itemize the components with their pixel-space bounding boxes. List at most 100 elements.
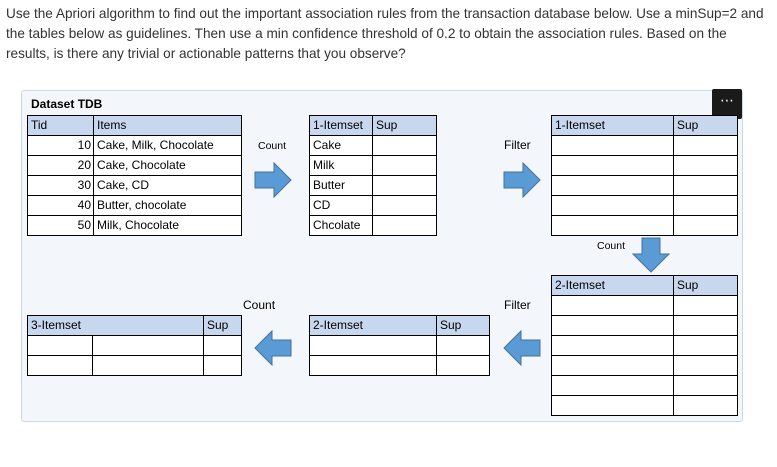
table-row: 30 Cake, CD bbox=[28, 176, 242, 196]
down-arrow-icon bbox=[632, 237, 670, 273]
tid-cell: 30 bbox=[28, 176, 94, 196]
table-row: Butter bbox=[310, 176, 437, 196]
table-header-row: 3-Itemset Sup bbox=[28, 316, 242, 336]
table-row: Milk bbox=[310, 156, 437, 176]
table-row: 20 Cake, Chocolate bbox=[28, 156, 242, 176]
filter-label: Filter bbox=[504, 298, 531, 312]
sup-cell[interactable] bbox=[674, 156, 738, 176]
question-text: Use the Apriori algorithm to find out th… bbox=[6, 6, 764, 61]
header-sup: Sup bbox=[373, 116, 437, 136]
itemset-cell[interactable] bbox=[552, 316, 674, 336]
table-row bbox=[552, 296, 738, 316]
tid-cell: 10 bbox=[28, 136, 94, 156]
c3-table: 3-Itemset Sup bbox=[27, 315, 242, 376]
table-row: Cake bbox=[310, 136, 437, 156]
itemset-cell[interactable] bbox=[93, 356, 204, 376]
table-header-row: Tid Items bbox=[28, 116, 242, 136]
itemset-cell[interactable] bbox=[310, 356, 437, 376]
table-header-row: 2-Itemset Sup bbox=[310, 316, 490, 336]
sup-cell[interactable] bbox=[373, 156, 437, 176]
table-row bbox=[552, 376, 738, 396]
count-label: Count bbox=[258, 140, 287, 152]
itemset-cell[interactable] bbox=[552, 136, 674, 156]
right-arrow-icon bbox=[254, 162, 292, 198]
right-arrow-icon bbox=[503, 162, 541, 198]
itemset-cell[interactable] bbox=[552, 216, 674, 236]
dataset-table: Tid Items 10 Cake, Milk, Chocolate 20 Ca… bbox=[27, 115, 242, 236]
sup-cell[interactable] bbox=[373, 216, 437, 236]
itemset-cell[interactable] bbox=[552, 176, 674, 196]
sup-cell[interactable] bbox=[437, 356, 490, 376]
table-row: 10 Cake, Milk, Chocolate bbox=[28, 136, 242, 156]
table-row: Chcolate bbox=[310, 216, 437, 236]
tid-cell: 50 bbox=[28, 216, 94, 236]
header-2-itemset: 2-Itemset bbox=[310, 316, 437, 336]
items-cell: Cake, Milk, Chocolate bbox=[94, 136, 242, 156]
table-row bbox=[552, 196, 738, 216]
sup-cell[interactable] bbox=[437, 336, 490, 356]
filter-label: Filter bbox=[504, 138, 531, 152]
items-cell: Cake, CD bbox=[94, 176, 242, 196]
itemset-cell[interactable] bbox=[552, 196, 674, 216]
table-row bbox=[552, 156, 738, 176]
sup-cell[interactable] bbox=[674, 296, 738, 316]
itemset-cell[interactable] bbox=[552, 336, 674, 356]
table-row: CD bbox=[310, 196, 437, 216]
sup-cell[interactable] bbox=[674, 396, 738, 416]
sup-cell[interactable] bbox=[674, 316, 738, 336]
left-arrow-icon bbox=[503, 330, 541, 366]
itemset-cell[interactable] bbox=[552, 356, 674, 376]
sup-cell[interactable] bbox=[674, 356, 738, 376]
left-arrow-icon bbox=[254, 330, 292, 366]
table-row bbox=[552, 396, 738, 416]
sup-cell[interactable] bbox=[674, 376, 738, 396]
table-row: 40 Butter, chocolate bbox=[28, 196, 242, 216]
sup-cell[interactable] bbox=[674, 176, 738, 196]
tid-cell: 20 bbox=[28, 156, 94, 176]
tid-cell: 40 bbox=[28, 196, 94, 216]
sup-cell[interactable] bbox=[373, 176, 437, 196]
more-options-icon[interactable]: ⋯ bbox=[712, 89, 742, 119]
sup-cell[interactable] bbox=[373, 196, 437, 216]
header-2-itemset: 2-Itemset bbox=[552, 276, 674, 296]
table-row bbox=[310, 336, 490, 356]
header-sup: Sup bbox=[437, 316, 490, 336]
items-cell: Butter, chocolate bbox=[94, 196, 242, 216]
header-tid: Tid bbox=[28, 116, 94, 136]
table-row bbox=[552, 336, 738, 356]
table-row bbox=[28, 336, 242, 356]
itemset-cell[interactable] bbox=[93, 336, 204, 356]
itemset-cell[interactable] bbox=[310, 336, 437, 356]
itemset-cell[interactable] bbox=[28, 336, 93, 356]
sup-cell[interactable] bbox=[373, 136, 437, 156]
itemset-cell: Cake bbox=[310, 136, 373, 156]
itemset-cell[interactable] bbox=[552, 296, 674, 316]
itemset-cell[interactable] bbox=[552, 376, 674, 396]
header-1-itemset: 1-Itemset bbox=[310, 116, 373, 136]
itemset-cell: Butter bbox=[310, 176, 373, 196]
sup-cell[interactable] bbox=[674, 336, 738, 356]
table-row bbox=[552, 176, 738, 196]
sup-cell[interactable] bbox=[204, 336, 242, 356]
table-row bbox=[28, 356, 242, 376]
items-cell: Milk, Chocolate bbox=[94, 216, 242, 236]
sup-cell[interactable] bbox=[674, 196, 738, 216]
header-3-itemset: 3-Itemset bbox=[28, 316, 204, 336]
sup-cell[interactable] bbox=[204, 356, 242, 376]
table-row bbox=[552, 216, 738, 236]
header-sup: Sup bbox=[674, 276, 738, 296]
table-row: 50 Milk, Chocolate bbox=[28, 216, 242, 236]
sup-cell[interactable] bbox=[674, 136, 738, 156]
count-label: Count bbox=[597, 240, 626, 252]
itemset-cell: Milk bbox=[310, 156, 373, 176]
table-row bbox=[552, 356, 738, 376]
itemset-cell[interactable] bbox=[552, 396, 674, 416]
l1-table: 1-Itemset Sup bbox=[551, 115, 738, 236]
table-row bbox=[310, 356, 490, 376]
itemset-cell[interactable] bbox=[28, 356, 93, 376]
header-1-itemset: 1-Itemset bbox=[552, 116, 674, 136]
sup-cell[interactable] bbox=[674, 216, 738, 236]
items-cell: Cake, Chocolate bbox=[94, 156, 242, 176]
table-header-row: 1-Itemset Sup bbox=[310, 116, 437, 136]
itemset-cell[interactable] bbox=[552, 156, 674, 176]
